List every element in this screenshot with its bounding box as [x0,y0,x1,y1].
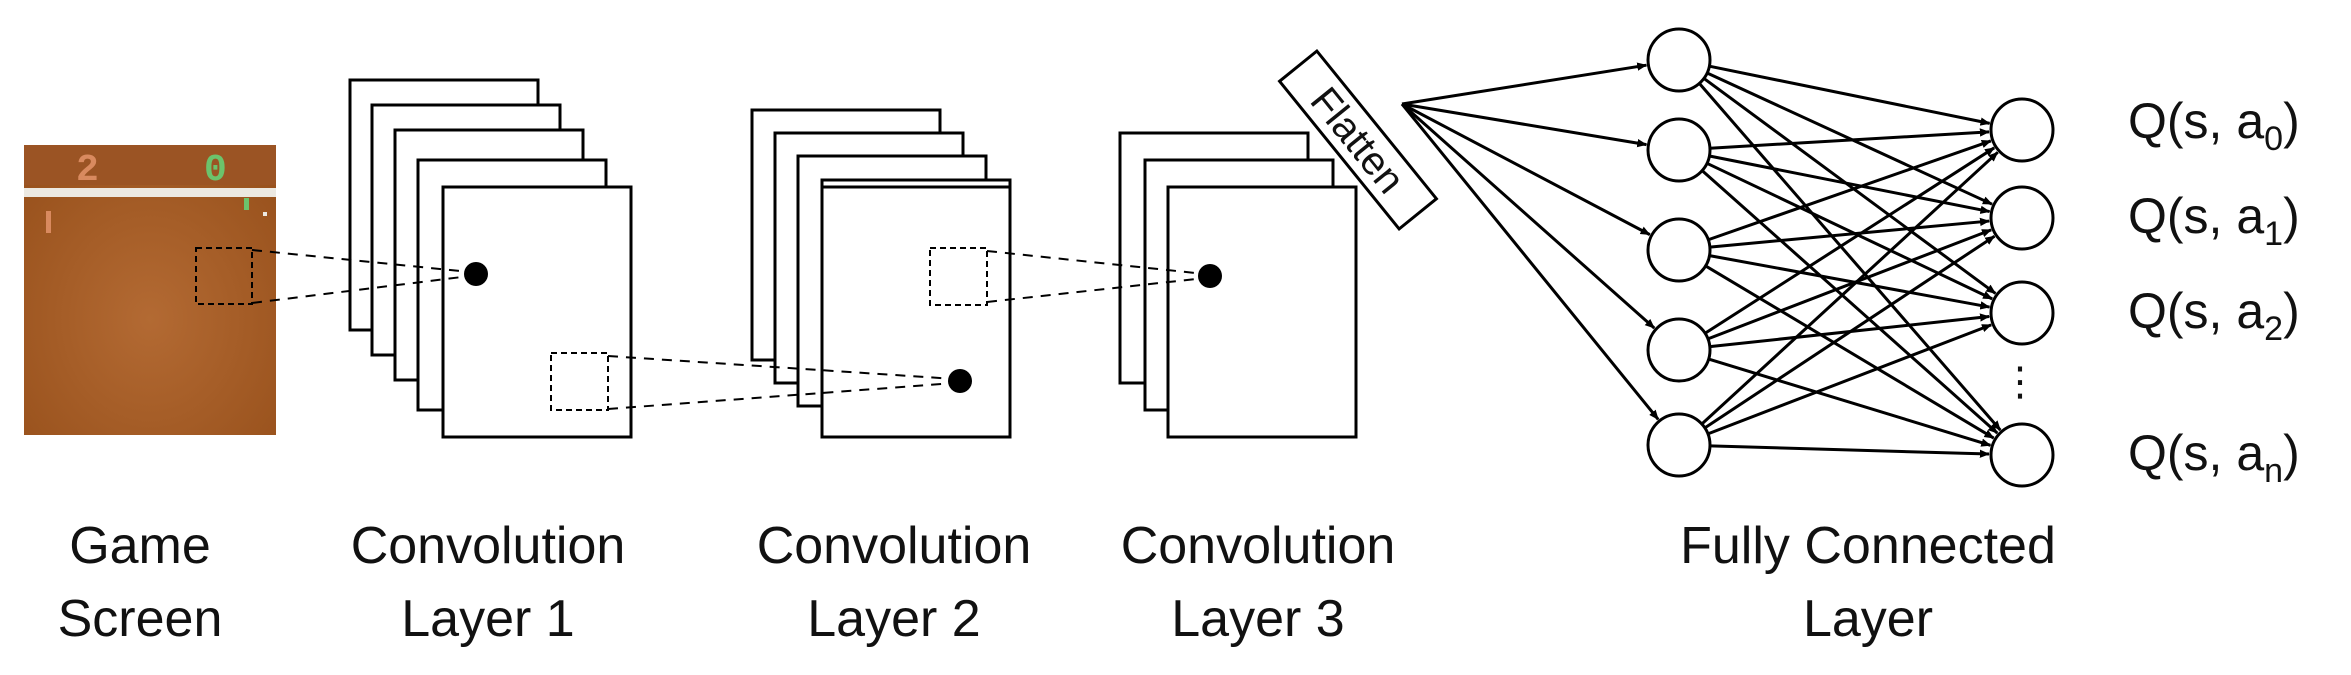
label-conv1-line1: Convolution [351,517,626,575]
feature-map-front [1166,185,1358,439]
hidden-to-output-edge [1707,139,1992,242]
flatten-to-hidden-edge [1401,62,1648,106]
hidden-to-output-edge [1704,146,1996,335]
game-ball [263,212,267,216]
label-conv3-line1: Convolution [1121,517,1396,575]
flatten-box [1277,48,1439,232]
projection-line [251,249,471,273]
feature-map-front [820,185,1012,439]
label-conv1-line2: Layer 1 [401,590,574,648]
conv-layer-2 [750,108,1012,439]
label-conv2-line2: Layer 2 [807,590,980,648]
hidden-node [1646,317,1712,383]
projection-line [986,277,1206,303]
bottom-labels: Game Screen Convolution Layer 1 Convolut… [58,517,2056,648]
game-score-right: 0 [204,149,227,192]
conv-layer-1 [348,78,633,439]
conv3-activation-dot [1198,264,1222,288]
conv2-receptive-field [929,247,988,306]
output-node [1989,280,2055,346]
label-fc-line1: Fully Connected [1680,517,2056,575]
hidden-node [1646,217,1712,283]
flatten-to-hidden-edge [1401,102,1648,148]
label-game-screen-line1: Game [69,517,211,575]
output-node [1989,97,2055,163]
hidden-to-output-edge [1704,264,1995,440]
hidden-to-output-edge [1706,161,1993,301]
output-node [1989,422,2055,488]
label-conv3-line2: Layer 3 [1171,590,1344,648]
projection-line [251,275,471,304]
output-label-q0: Q(s, a0) [2128,93,2300,158]
game-screen: 2 0 [24,145,276,435]
output-label-q2: Q(s, a2) [2128,283,2300,348]
label-game-screen-line2: Screen [58,590,223,648]
projection-line [986,250,1206,275]
conv-layer-3 [1118,131,1358,439]
hidden-to-output-edge [1700,151,1999,426]
hidden-to-output-edge [1707,323,1992,436]
fc-nodes [1646,27,2055,488]
flatten-to-hidden-edge [1401,102,1651,236]
hidden-to-output-edge [1701,169,1999,435]
output-label-qn: Q(s, an) [2128,425,2300,490]
projection-lines [251,249,1206,410]
hidden-to-output-edge [1703,77,1997,295]
label-fc-line2: Layer [1803,590,1933,648]
conv1-receptive-field [550,352,609,411]
projection-line [607,382,956,410]
output-label-q1: Q(s, a1) [2128,188,2300,253]
hidden-to-output-edge [1709,254,1991,310]
hidden-to-output-edge [1709,64,1991,126]
hidden-node [1646,117,1712,183]
hidden-to-output-edge [1709,444,1990,458]
game-white-stripe [24,188,276,197]
conv2-activation-dot [948,369,972,393]
fc-edges [1400,62,2002,458]
game-score-left: 2 [76,149,99,192]
hidden-to-output-edge [1709,217,1990,249]
hidden-to-output-edge [1709,128,1990,150]
game-top-band [24,145,276,185]
hidden-to-output-edge [1698,82,2002,432]
feature-map-front [441,185,633,439]
label-conv2-line1: Convolution [757,517,1032,575]
hidden-node [1646,27,1712,93]
output-ellipsis: ⋮ [2000,359,2040,405]
projection-line [607,355,956,380]
hidden-to-output-edge [1704,234,1996,430]
flatten-to-hidden-edge [1401,102,1656,330]
flatten-to-hidden-edge [1400,103,1660,421]
game-paddle-left [46,211,51,233]
game-receptive-field [195,247,253,305]
hidden-to-output-edge [1707,228,1992,341]
conv1-activation-dot [464,262,488,286]
game-paddle-right [244,198,249,210]
hidden-node [1646,412,1712,478]
output-node [1989,185,2055,251]
